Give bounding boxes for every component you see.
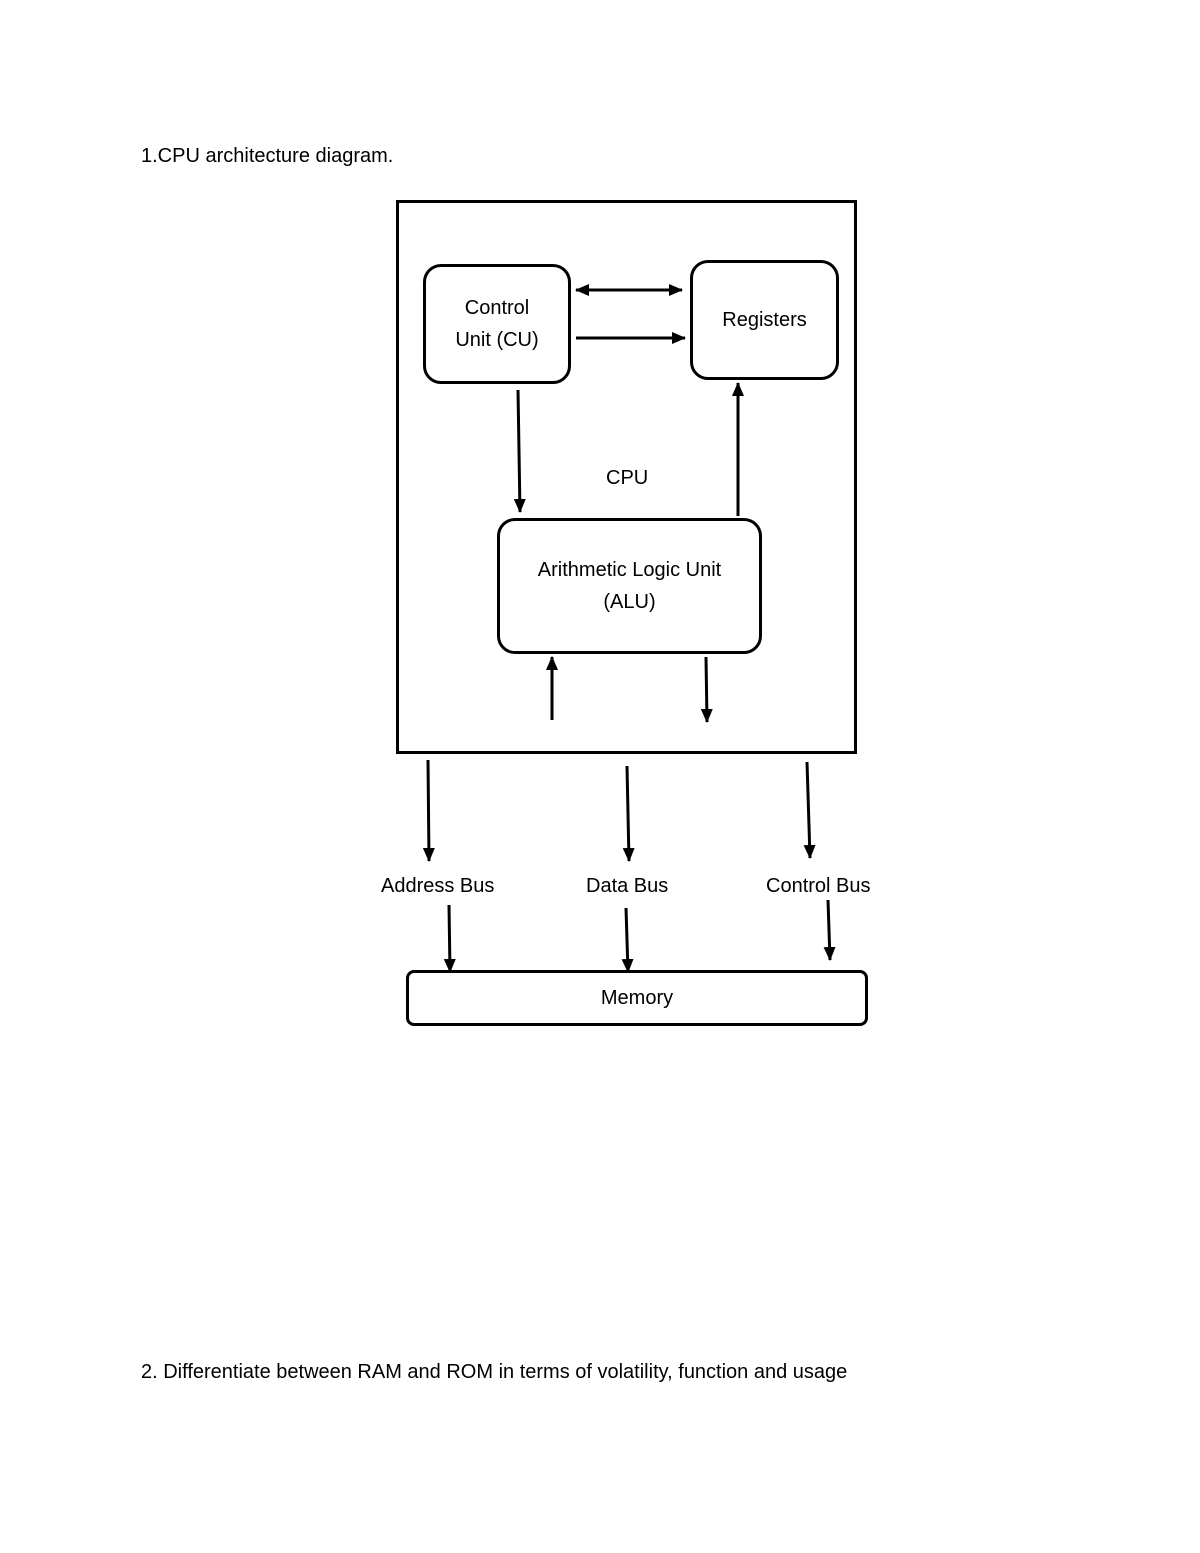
alu-box: Arithmetic Logic Unit (ALU) bbox=[497, 518, 762, 654]
control-bus-label: Control Bus bbox=[766, 875, 871, 897]
control-bus-to-memory-arrow bbox=[823, 899, 836, 961]
out-of-alu-arrow bbox=[700, 656, 713, 723]
registers-label: Registers bbox=[722, 309, 807, 331]
registers-box: Registers bbox=[690, 260, 839, 380]
cpu-label: CPU bbox=[606, 467, 649, 489]
memory-label: Memory bbox=[600, 987, 674, 1009]
memory-box: Memory bbox=[406, 970, 868, 1026]
question-2-heading: 2. Differentiate between RAM and ROM in … bbox=[141, 1361, 848, 1383]
address-bus-to-memory-arrow bbox=[443, 904, 456, 973]
address-bus-label: Address Bus bbox=[381, 875, 495, 897]
cpu-to-data-bus-arrow bbox=[622, 765, 635, 862]
cpu-to-control-bus-arrow bbox=[803, 761, 816, 859]
alu-label: Arithmetic Logic Unit (ALU) bbox=[537, 559, 722, 613]
data-bus-label: Data Bus bbox=[586, 875, 669, 897]
control-unit-box: Control Unit (CU) bbox=[423, 264, 571, 384]
data-bus-to-memory-arrow bbox=[621, 907, 634, 973]
cu-to-alu-arrow bbox=[513, 389, 526, 513]
control-unit-label: Control Unit (CU) bbox=[455, 297, 539, 351]
cpu-to-address-bus-arrow bbox=[422, 759, 435, 862]
question-1-heading: 1.CPU architecture diagram. bbox=[141, 145, 394, 167]
